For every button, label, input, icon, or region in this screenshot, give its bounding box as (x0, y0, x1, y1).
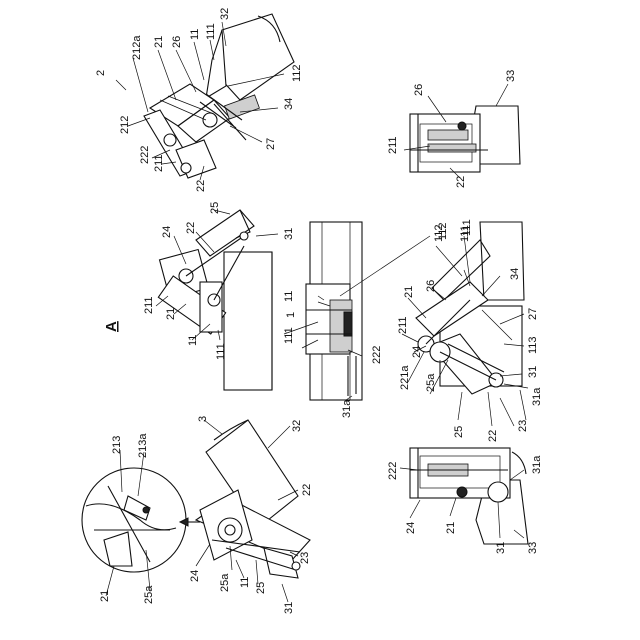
ref-label-212a: 212a (131, 35, 143, 60)
ref-label-22: 22 (455, 176, 467, 188)
ref-label-222: 222 (371, 346, 383, 364)
ref-label-34: 34 (283, 98, 295, 110)
ref-label-31a: 31a (341, 399, 353, 418)
ref-label-21: 21 (403, 286, 415, 298)
ref-label-25a: 25a (425, 373, 437, 392)
part-column-right (480, 222, 524, 300)
ref-label-22: 22 (195, 180, 207, 192)
ref-label-222: 222 (387, 462, 399, 480)
view-unit-3-perspective (196, 420, 310, 578)
part-31-column (224, 252, 272, 390)
ref-label-26: 26 (425, 280, 437, 292)
view-center (306, 222, 362, 400)
ref-label-25a: 25a (219, 573, 231, 592)
view-unit-2-perspective (144, 14, 294, 178)
ref-label-11: 11 (283, 291, 295, 302)
detail-view-a (82, 468, 200, 572)
ref-label-27: 27 (527, 308, 539, 320)
ref-label-11: 11 (187, 335, 199, 346)
part-11-frame (200, 282, 222, 332)
ref-label-34: 34 (509, 268, 521, 280)
ref-label-25: 25 (255, 582, 267, 594)
ref-label-24: 24 (411, 346, 423, 358)
ref-label-111: 111 (459, 225, 471, 242)
ref-label-31: 31 (283, 228, 295, 240)
part-22-frame (410, 114, 480, 172)
ref-label-21: 21 (153, 36, 165, 48)
ref-label-31: 31 (283, 602, 295, 614)
ref-label-31: 31 (495, 542, 507, 554)
detail-circle (82, 468, 186, 572)
view-top-right (410, 106, 520, 172)
ref-label-222: 222 (139, 146, 151, 164)
ref-label-22: 22 (185, 222, 197, 234)
ref-label-113: 113 (527, 336, 539, 354)
part-32-housing (220, 14, 294, 100)
ref-label-25: 25 (209, 202, 221, 214)
ref-label-3: 3 (197, 416, 209, 422)
ref-label-31a: 31a (531, 455, 543, 474)
ref-label-111: 111 (205, 23, 217, 40)
ref-label-26: 26 (413, 84, 425, 96)
ref-label-112: 112 (433, 224, 445, 242)
ref-label-1: 1 (285, 312, 297, 318)
view-lower-right (410, 448, 528, 544)
ref-label-31: 31 (527, 366, 539, 378)
ref-label-21: 21 (99, 590, 111, 602)
ref-label-111: 111 (283, 327, 295, 344)
ref-label-111: 111 (215, 343, 227, 360)
ref-label-32: 32 (291, 420, 303, 432)
ref-label-22: 22 (301, 484, 313, 496)
view-middle-left (158, 210, 272, 390)
ref-label-26: 26 (171, 36, 183, 48)
ref-label-33: 33 (505, 70, 517, 82)
ref-label-24: 24 (405, 522, 417, 534)
ref-label-23: 23 (517, 420, 529, 432)
ref-label-24: 24 (161, 226, 173, 238)
ref-label-25a: 25a (143, 585, 155, 604)
ref-label-23: 23 (299, 552, 311, 564)
ref-label-211: 211 (143, 296, 155, 314)
ref-label-2: 2 (95, 70, 107, 76)
ref-label-27: 27 (265, 138, 277, 150)
ref-label-213: 213 (111, 436, 123, 454)
ref-label-11: 11 (239, 577, 251, 588)
ref-label-211: 211 (387, 136, 399, 154)
view-middle-right (416, 222, 524, 394)
ref-label-33: 33 (527, 542, 539, 554)
ref-label-32: 32 (219, 8, 231, 20)
ref-label-221a: 221a (399, 365, 411, 390)
ref-label-213a: 213a (137, 433, 149, 458)
ref-label-21: 21 (445, 522, 457, 534)
ref-label-25: 25 (453, 426, 465, 438)
ref-label-11: 11 (189, 29, 201, 40)
ref-label-112: 112 (291, 64, 303, 82)
ref-label-212: 212 (119, 116, 131, 134)
ref-label-211: 211 (153, 154, 165, 172)
ref-label-21: 21 (165, 308, 177, 320)
ref-label-24: 24 (189, 570, 201, 582)
ref-label-31a: 31a (531, 387, 543, 406)
ref-label-211: 211 (397, 316, 409, 334)
view-marker-label: A (103, 321, 120, 332)
ref-label-22: 22 (487, 430, 499, 442)
